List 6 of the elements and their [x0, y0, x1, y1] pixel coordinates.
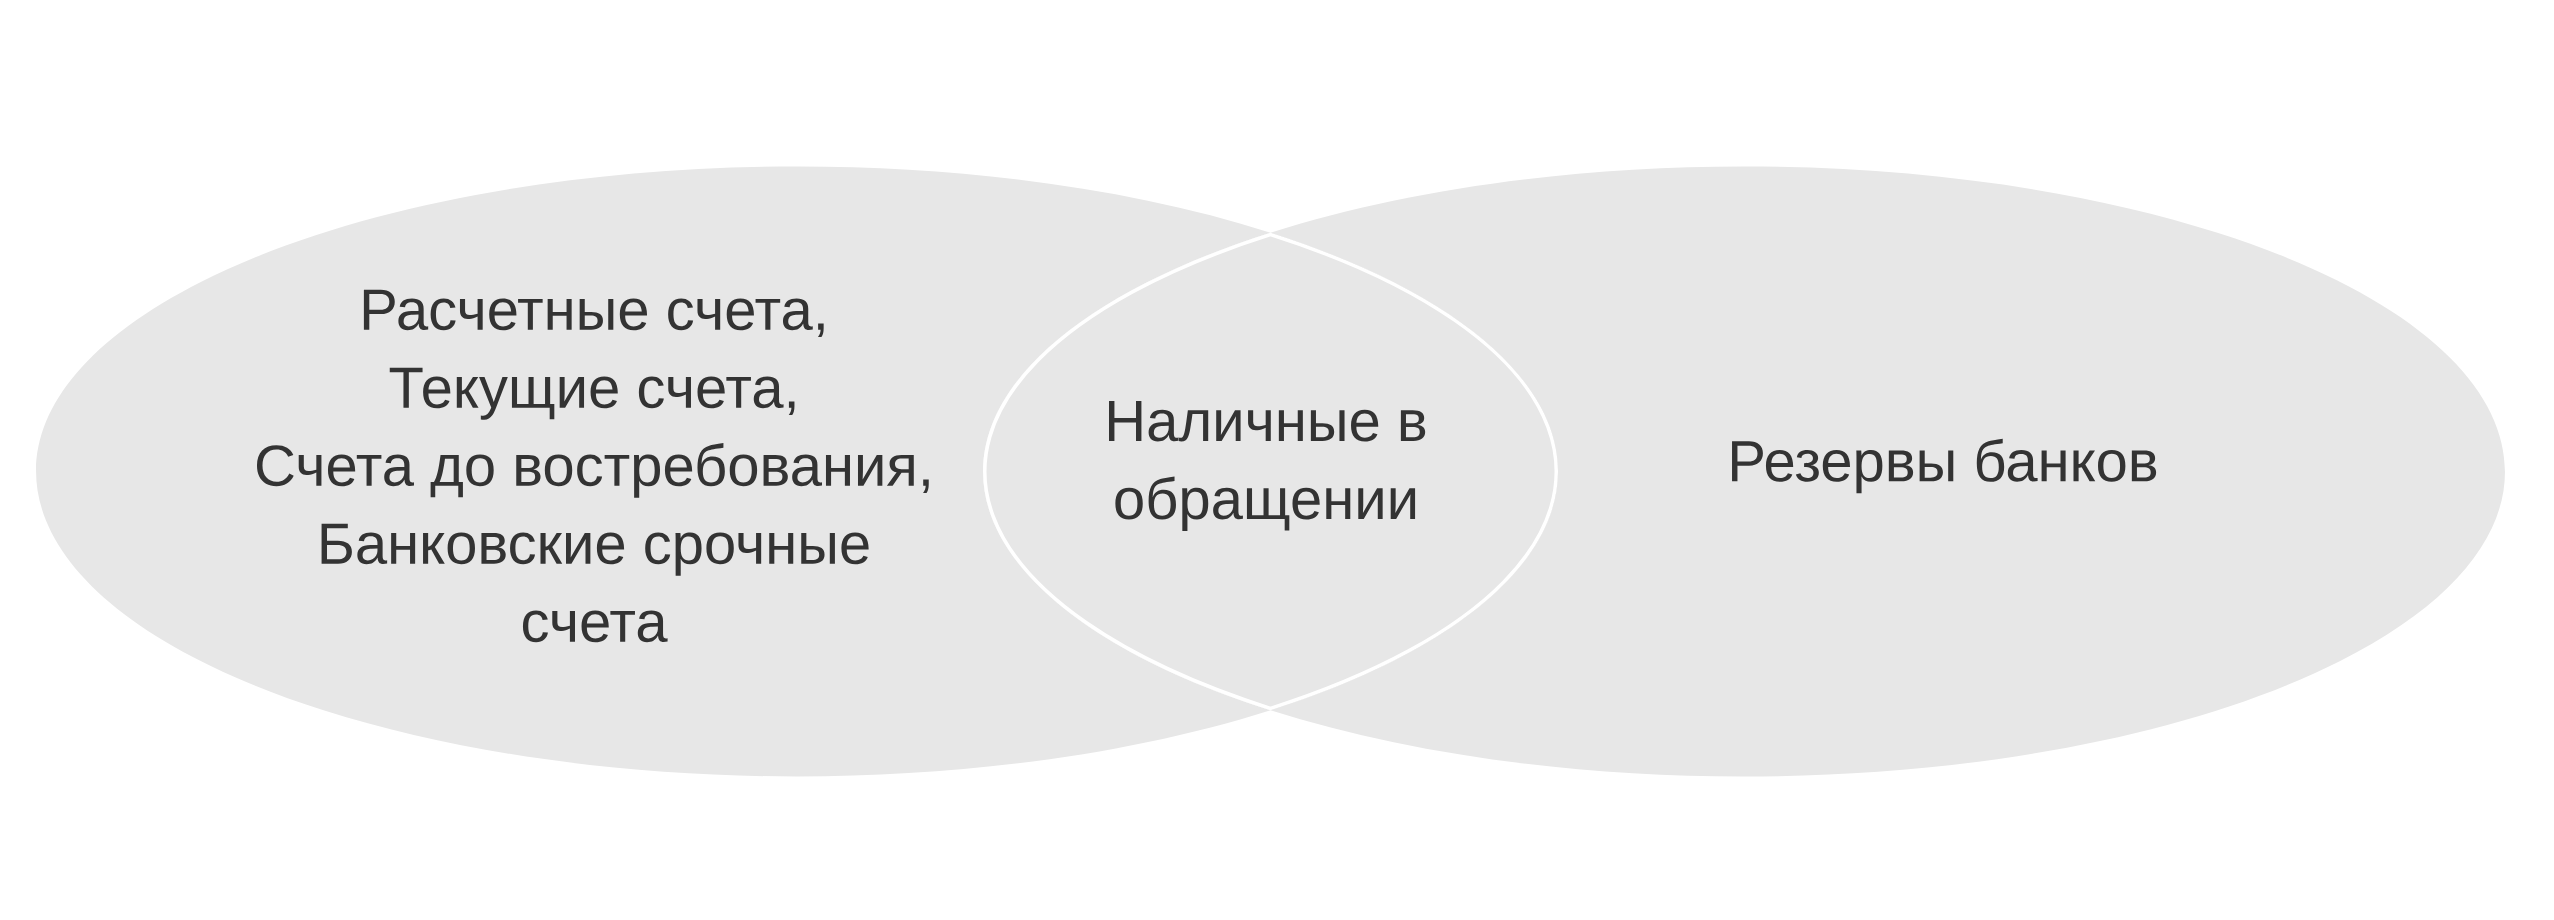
overlap-lens: Наличные в обращении — [983, 232, 1558, 711]
node-label: Расчетные счета, — [363, 289, 824, 338]
node-label: Резервы банков — [1732, 438, 2157, 494]
node-label: Банковские срочные счета — [321, 523, 869, 643]
node-label: Текущие счета, — [389, 367, 795, 420]
node-label: Счета до востребования, — [256, 443, 929, 498]
